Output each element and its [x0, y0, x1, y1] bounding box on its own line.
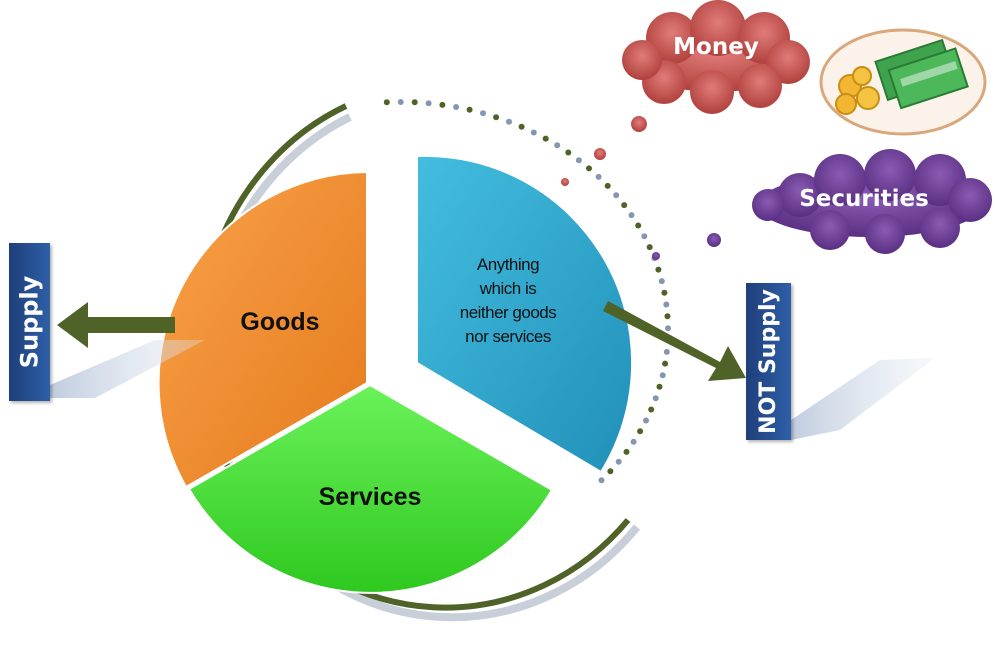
dotted-arc-dot: [662, 360, 669, 367]
dotted-arc-dot: [621, 202, 628, 209]
supply-label: Supply: [9, 243, 50, 401]
other-label-line: Anything: [476, 255, 540, 274]
dotted-arc-dot: [565, 149, 572, 156]
dotted-arc-dot: [659, 372, 666, 379]
services-slice: [187, 383, 554, 594]
dotted-arc-dot: [655, 266, 662, 273]
dotted-arc-dot: [493, 114, 500, 121]
dotted-arc-dot: [646, 244, 653, 251]
dotted-arc-dot: [664, 313, 671, 320]
dotted-arc-dot: [613, 192, 620, 199]
supply-arrow: [57, 302, 175, 348]
dotted-arc-dot: [411, 99, 418, 106]
not-supply-label-text: NOT Supply: [756, 289, 782, 434]
dotted-arc-dot: [641, 233, 648, 240]
dotted-arc-dot: [643, 417, 649, 424]
supply-label-text: Supply: [15, 275, 44, 369]
dotted-arc-dot: [554, 142, 561, 149]
dotted-arc-dot: [658, 278, 665, 285]
other-slice: [416, 154, 634, 474]
other-label-line: neither goods: [459, 303, 557, 322]
dotted-arc-dot: [439, 101, 446, 108]
securities-cloud: [752, 149, 992, 254]
dotted-arc-dot: [453, 104, 460, 110]
other-label-line: which is: [479, 279, 537, 298]
dotted-arc-dot: [665, 325, 671, 332]
dotted-arc-dot: [648, 406, 655, 413]
dotted-arc-dot: [637, 428, 644, 435]
dotted-arc-dot: [598, 477, 605, 484]
securities-bubble-large: [707, 233, 721, 247]
money-cloud: [622, 0, 810, 114]
dotted-arc-dot: [661, 289, 668, 296]
dotted-arc-dot: [623, 448, 630, 455]
dotted-arc-dot: [630, 438, 637, 445]
dotted-arc-dot: [604, 182, 611, 189]
goods-label: Goods: [240, 308, 320, 336]
dotted-arc-dot: [663, 348, 670, 355]
dotted-arc-dot: [518, 123, 525, 130]
goods-slice: [157, 170, 368, 489]
other-label: Anything which is neither goods nor serv…: [430, 253, 586, 349]
money-bubble-small: [561, 178, 569, 186]
dotted-arc-dot: [506, 118, 512, 125]
dotted-arc-dot: [397, 99, 404, 105]
dotted-arc-dot: [575, 157, 582, 164]
services-label: Services: [318, 483, 422, 511]
dotted-arc-dot: [383, 99, 390, 106]
dotted-arc-dot: [656, 383, 663, 390]
securities-cloud-label: Securities: [799, 186, 929, 212]
dotted-arc: [383, 99, 671, 484]
dotted-arc-dot: [425, 100, 432, 107]
dotted-arc-dot: [595, 173, 602, 180]
dotted-arc-dot: [628, 212, 635, 219]
dotted-arc-dot: [652, 395, 659, 402]
money-cloud-label: Money: [673, 34, 759, 60]
cash-icon: [819, 28, 987, 136]
other-label-line: nor services: [465, 327, 551, 346]
dotted-arc-dot: [542, 135, 549, 142]
notsupply-label-shadow: [791, 358, 935, 440]
dotted-arc-dot: [635, 222, 642, 229]
dotted-arc-dot: [530, 129, 537, 136]
dotted-arc-dot: [480, 110, 486, 117]
dotted-arc-dot: [663, 301, 670, 308]
money-bubble-large: [631, 116, 647, 132]
not-supply-label: NOT Supply: [746, 283, 791, 440]
dotted-arc-dot: [586, 165, 592, 172]
supply-label-shadow: [50, 340, 205, 398]
money-bubble-medium: [594, 148, 606, 160]
dotted-arc-dot: [466, 106, 473, 113]
dotted-arc-dot: [607, 468, 614, 475]
dotted-arc-dot: [615, 458, 622, 465]
not-supply-arrow: [603, 301, 746, 381]
securities-bubble-small: [652, 252, 660, 260]
